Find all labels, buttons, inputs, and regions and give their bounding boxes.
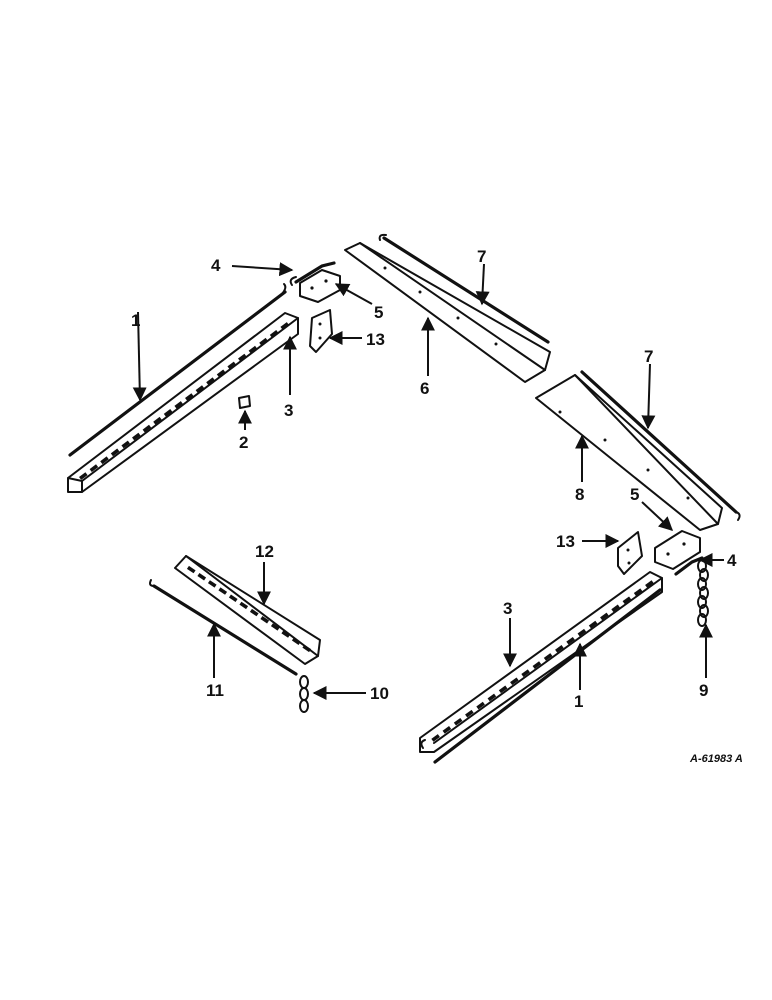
callout-2: 2 (239, 433, 248, 452)
leader-lines (132, 262, 724, 700)
callout-1-right: 1 (574, 692, 583, 711)
part-slotted-rail-3-left (67, 312, 299, 493)
callout-5-lower: 5 (630, 485, 639, 504)
figure-reference: A-61983 A (689, 753, 743, 765)
callout-6: 6 (420, 379, 429, 398)
part-brace-13-lower (617, 531, 643, 575)
leader-7-upper (475, 263, 490, 306)
callout-3-left: 3 (284, 401, 293, 420)
leader-7-lower (641, 363, 656, 430)
part-brace-13-upper (309, 309, 333, 353)
part-chain-9 (697, 559, 709, 627)
part-hook-4-upper (289, 261, 336, 286)
part-clip-2 (238, 395, 251, 409)
part-rod-7-lower (580, 370, 741, 521)
callout-7-lower: 7 (644, 347, 653, 366)
part-panel-8 (535, 374, 723, 531)
callout-13-upper: 13 (366, 330, 385, 349)
callout-3-right: 3 (503, 599, 512, 618)
part-panel-6 (344, 242, 551, 383)
leader-5-upper (334, 283, 373, 305)
leader-4-upper (231, 262, 294, 277)
part-bracket-5-lower (654, 530, 701, 570)
callout-1-left: 1 (131, 311, 140, 330)
part-rod-7-upper (378, 233, 550, 344)
leader-1-left (132, 311, 147, 402)
part-rod-1-left (68, 283, 287, 457)
part-slotted-rail-3-right (419, 571, 663, 753)
callout-10: 10 (370, 684, 389, 703)
callout-5-upper: 5 (374, 303, 383, 322)
leader-5-lower (641, 501, 674, 531)
callout-4-lower: 4 (727, 551, 737, 570)
callout-labels: 1 2 3 4 5 13 6 7 7 8 5 13 4 12 11 10 3 1… (131, 247, 737, 711)
part-chain-10 (299, 675, 309, 713)
callout-9: 9 (699, 681, 708, 700)
part-slotted-rail-12 (174, 555, 321, 665)
callout-8: 8 (575, 485, 584, 504)
callout-7-upper: 7 (477, 247, 486, 266)
part-rod-1-right (420, 588, 662, 764)
callout-4-upper: 4 (211, 256, 221, 275)
callout-13-lower: 13 (556, 532, 575, 551)
callout-12: 12 (255, 542, 274, 561)
part-rod-11 (149, 579, 298, 676)
callout-11: 11 (206, 681, 224, 700)
